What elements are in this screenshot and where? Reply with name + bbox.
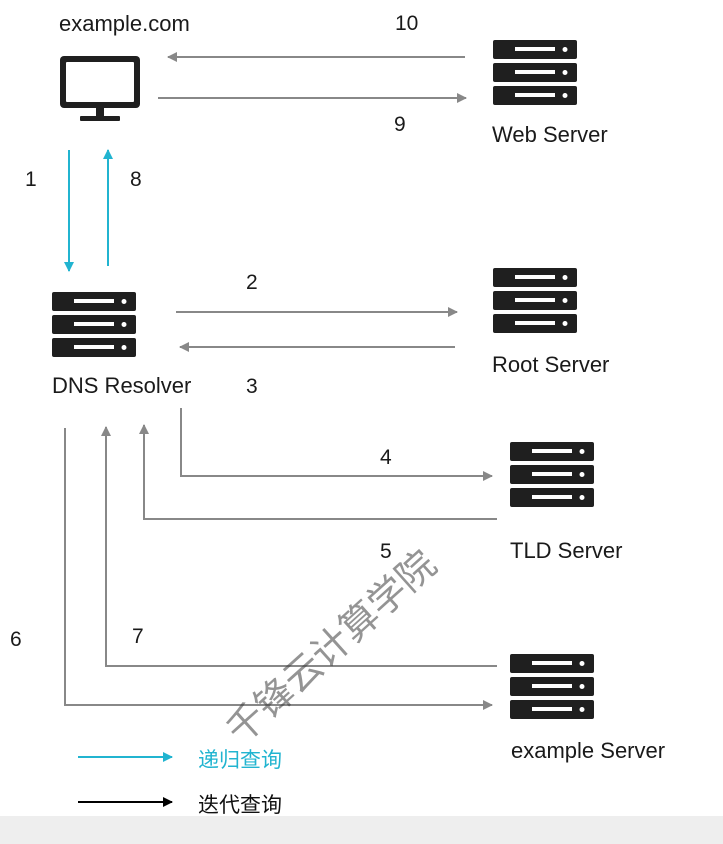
step-number: 8 <box>130 168 142 191</box>
legend-recursive-label: 递归查询 <box>198 749 282 772</box>
step-number: 5 <box>380 540 392 563</box>
step-number: 10 <box>395 12 419 35</box>
root-server-label: Root Server <box>492 352 610 377</box>
footer-band <box>0 816 723 844</box>
step-number: 4 <box>380 446 392 469</box>
step-number: 3 <box>246 375 258 398</box>
server-icon <box>510 654 594 719</box>
arrow-step-5 <box>139 424 497 520</box>
arrow-step-7 <box>101 426 497 667</box>
step-number: 2 <box>246 271 258 294</box>
web-server-label: Web Server <box>492 122 608 147</box>
step-number: 9 <box>394 113 406 136</box>
server-icon <box>510 442 594 507</box>
tld-server-label: TLD Server <box>510 538 623 563</box>
server-icon <box>493 40 577 105</box>
legend-iterative-label: 迭代查询 <box>198 794 282 817</box>
step-number: 1 <box>25 168 37 191</box>
dns-resolver-label: DNS Resolver <box>52 373 192 398</box>
arrow-step-4 <box>180 408 493 481</box>
example-server-label: example Server <box>511 738 666 763</box>
server-icon <box>493 268 577 333</box>
step-number: 7 <box>132 625 144 648</box>
server-icon <box>52 292 136 357</box>
step-number: 6 <box>10 628 22 651</box>
arrow-step-6 <box>64 428 493 710</box>
client-label: example.com <box>59 11 190 36</box>
monitor-icon <box>60 56 140 121</box>
